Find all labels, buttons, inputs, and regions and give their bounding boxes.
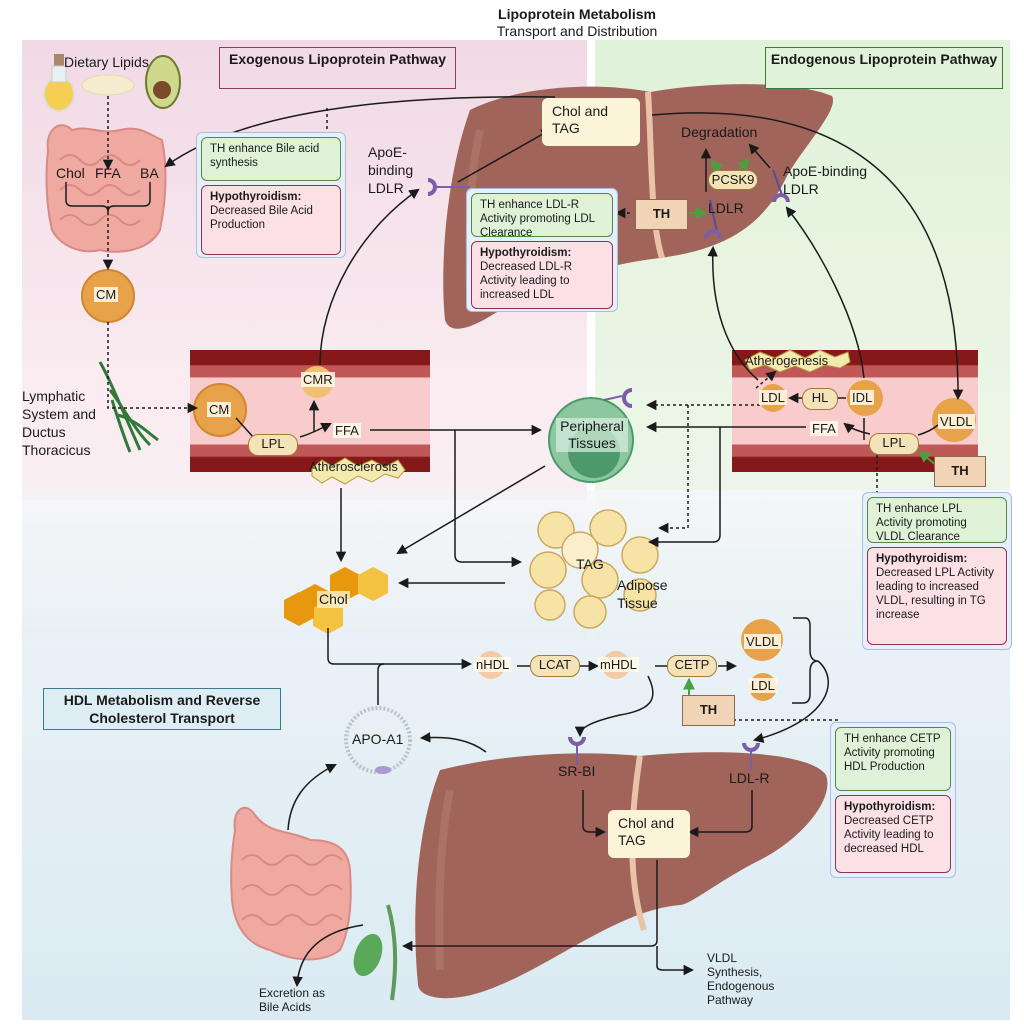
adipose-tissue-label: Adipose Tissue [617,577,668,611]
ldlr-bottom-label: LDL-R [729,770,770,786]
vldl-endogenous-label: VLDL [938,414,975,429]
hypothyroidism-heading: Hypothyroidism: [210,191,302,203]
atherogenesis-burst-icon [744,349,851,373]
adipose-tissue-icon [529,509,659,629]
lpl-info-panel: TH enhance LPL Activity promoting VLDL C… [862,492,1012,650]
mhdl-label: mHDL [598,657,639,672]
th-box-lpl: TH [934,456,986,487]
intestine-ffa-label: FFA [95,165,121,181]
lpl-hypothyroidism-effect: Hypothyroidism: Decreased LPL Activity l… [867,547,1007,645]
ldl-endogenous-label: LDL [759,390,787,405]
apoa1-protein-icon [344,706,412,774]
ldlr-hypothyroidism-effect: Hypothyroidism: Decreased LDL-R Activity… [471,241,613,309]
atherosclerosis-label: Atherosclerosis [309,459,398,474]
ffa-endogenous-label: FFA [810,421,838,436]
hypothyroidism-heading: Hypothyroidism: [876,553,968,565]
cetp-hypothyroidism-effect: Hypothyroidism: Decreased CETP Activity … [835,795,951,873]
vessel-cm-label: CM [207,402,232,417]
apoe-binding-ldlr-left-label: ApoE-binding LDLR [368,144,414,196]
vldl-synthesis-label: VLDL Synthesis, Endogenous Pathway [707,951,775,1007]
apoa1-label: APO-A1 [352,731,404,747]
intestine-ba-label: BA [140,165,159,181]
lymphatic-system-label: Lymphatic System and Ductus Thoracicus [22,388,96,458]
hl-enzyme: HL [802,388,838,410]
pathway-arrows [65,96,964,988]
ffa-exogenous-label: FFA [333,423,361,438]
intestine-chol-label: Chol [56,165,85,181]
cetp-info-panel: TH enhance CETP Activity promoting HDL P… [830,722,956,878]
oil-bottle-icon [43,54,75,112]
exogenous-pathway-title: Exogenous Lipoprotein Pathway [219,47,456,89]
srbi-label: SR-BI [558,763,596,779]
butter-icon [81,74,135,96]
lymphatic-vessels-icon [98,361,159,453]
lpl-th-effect: TH enhance LPL Activity promoting VLDL C… [867,497,1007,543]
adipose-tag-label: TAG [576,556,604,572]
peripheral-tissues-label: Peripheral Tissues [556,418,628,452]
bile-acid-hypothyroidism-effect: Hypothyroidism: Decreased Bile Acid Prod… [201,185,341,255]
cmr-label: CMR [301,372,335,387]
th-box-cetp: TH [682,695,735,726]
atherogenesis-label: Atherogenesis [745,353,829,368]
ldlr-receptor-icon [709,199,718,233]
nhdl-label: nHDL [474,657,512,672]
hypothyroidism-text: Decreased Bile Acid Production [210,205,313,231]
hypothyroidism-text: Decreased LPL Activity leading to increa… [876,567,994,621]
atherosclerosis-burst-icon [311,457,406,485]
hdl-ldl-label: LDL [749,678,777,693]
dietary-lipids-label: Dietary Lipids [64,54,149,70]
liver-chol-tag-bottom: Chol and TAG [608,810,690,858]
ldlr-th-effect: TH enhance LDL-R Activity promoting LDL … [471,193,613,239]
cetp-th-effect: TH enhance CETP Activity promoting HDL P… [835,727,951,791]
lpl-enzyme-exogenous: LPL [248,434,298,456]
bile-acid-th-effect: TH enhance Bile acid synthesis [201,137,341,181]
cetp-enzyme: CETP [667,655,717,677]
avocado-icon [145,55,181,109]
cholesterol-label: Chol [317,591,350,608]
bile-acid-info-panel: TH enhance Bile acid synthesis Hypothyro… [196,132,346,258]
gallbladder-icon [353,904,398,1001]
hypothyroidism-text: Decreased LDL-R Activity leading to incr… [480,261,573,301]
hypothyroidism-heading: Hypothyroidism: [844,801,936,813]
hdl-vldl-label: VLDL [744,634,781,649]
apoe-ldlr-receptor-right-icon [772,169,783,196]
lcat-enzyme: LCAT [530,655,580,677]
liver-chol-tag-top: Chol and TAG [542,98,640,146]
intestine-top-icon [45,124,167,253]
page-title: Lipoprotein Metabolism [498,6,656,22]
lpl-enzyme-endogenous: LPL [869,433,919,455]
page-subtitle: Transport and Distribution [496,23,658,39]
idl-label: IDL [850,390,875,405]
endogenous-pathway-title: Endogenous Lipoprotein Pathway [765,47,1003,89]
cm-label: CM [94,287,119,302]
ldlr-label: LDLR [708,200,744,216]
intestine-bottom-icon [230,806,352,961]
pcsk9-label: PCSK9 [708,170,758,190]
ldlr-info-panel: TH enhance LDL-R Activity promoting LDL … [466,188,618,312]
hdl-metabolism-title: HDL Metabolism and Reverse Cholesterol T… [43,688,281,730]
excretion-bile-acids-label: Excretion as Bile Acids [259,986,326,1014]
hypothyroidism-heading: Hypothyroidism: [480,247,572,259]
hypothyroidism-text: Decreased CETP Activity leading to decre… [844,815,934,855]
th-box-ldlr: TH [635,199,688,230]
apoe-binding-ldlr-right-label: ApoE-binding LDLR [783,163,868,197]
degradation-label: Degradation [681,124,758,140]
